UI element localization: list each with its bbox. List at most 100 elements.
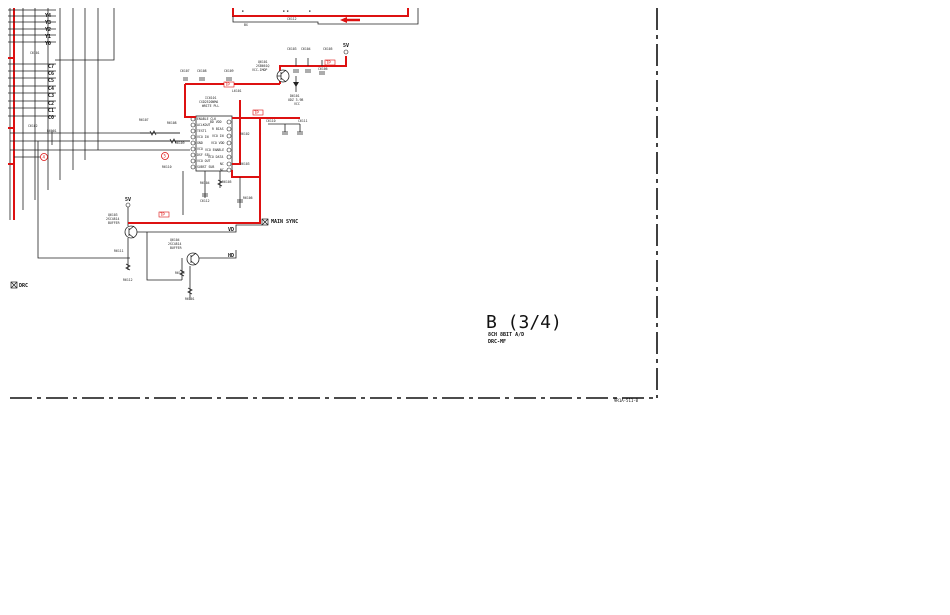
svg-text:R6102: R6102 [240,132,250,136]
net-5v-top: 5V [343,43,349,55]
svg-text:SUBST SUB: SUBST SUB [197,165,214,169]
net-vd: VD [228,227,234,233]
svg-text:✱: ✱ [308,9,311,13]
d6101: D6101 UDZ 3.9B VCC [288,76,303,106]
component-label: R6101 [47,129,57,133]
svg-text:NC: NC [220,162,224,166]
q6104: Q6104 2SC4814 BUFFER [168,238,200,266]
pin-label: Y0 [45,41,51,47]
ic-part: CXD2520NMA [199,100,218,104]
svg-text:MAIN SYNC: MAIN SYNC [271,219,298,225]
pin-label: C3 [48,93,54,99]
svg-text:C6103: C6103 [287,47,297,51]
svg-text:R6105: R6105 [222,180,232,184]
svg-text:R6103: R6103 [240,162,250,166]
svg-text:TP: TP [326,60,331,65]
ic6101: IC6101 CXD2520NMA WRITE PLL [195,96,233,172]
svg-text:L6101: L6101 [232,89,242,93]
svg-text:VCC-IMOP: VCC-IMOP [252,68,267,72]
svg-text:✱ ✱: ✱ ✱ [282,9,289,13]
svg-text:R6101: R6101 [185,297,195,301]
net-hd: HD [228,253,234,259]
pin-label: Y4 [45,13,51,19]
svg-text:R6108: R6108 [167,121,177,125]
svg-text:R6112: R6112 [123,278,133,282]
svg-text:VD: VD [228,227,234,233]
svg-text:Q6103: Q6103 [108,213,118,217]
svg-text:2SC4814: 2SC4814 [106,217,120,221]
ic-left-pins: ENABLE CLK ACLKOUT TEST1 VCO IN GND VCO … [190,116,216,170]
page-subtitle-2: DRC-MF [488,339,506,345]
svg-text:VCC: VCC [294,102,300,106]
svg-text:C6104: C6104 [301,47,311,51]
page-subtitle-1: 8CH 8BIT A/D [488,332,524,338]
connector-pin-labels: Y4 Y3 Y2 Y1 Y0 C7 C6 C5 C4 C3 C2 C1 C0 C… [28,13,57,133]
input-resistors: R6107 R6108 R6109 R6110 [139,118,190,169]
pin-label: C7 [48,64,54,70]
svg-text:D6101: D6101 [290,94,300,98]
pin-label: Y2 [45,27,51,33]
net-5v-buffer: 5V [125,197,131,208]
svg-text:R6110: R6110 [162,165,172,169]
drc-port: DRC [10,281,28,289]
svg-text:5V: 5V [343,43,349,49]
ic-right-pins: BD VDD R BIAS VCO IN VCO VDD VCO ENABLE … [205,119,232,173]
svg-text:BUFFER: BUFFER [170,246,182,250]
pin-label: Y1 [45,34,51,40]
top-bus-box: ✱ ✱ ✱ ✱ BX C6112 [232,8,419,27]
svg-text:R6113: R6113 [175,271,185,275]
buffer-resistors: R6111 R6112 R6113 R6101 [114,249,195,301]
sheet-frame [10,8,658,399]
upper-caps: C6103 C6104 C6105 C6106 C6107 C6108 C610… [180,47,333,93]
svg-text:GND: GND [197,141,203,145]
ic-function: WRITE PLL [202,104,219,108]
pin-label: C5 [48,78,54,84]
svg-text:R6109: R6109 [175,141,185,145]
svg-text:2SB661Q: 2SB661Q [256,64,270,68]
svg-text:R6111: R6111 [114,249,124,253]
svg-text:C6107: C6107 [180,69,190,73]
svg-text:C6108: C6108 [197,69,207,73]
svg-text:VCO IN: VCO IN [197,135,209,139]
page-title: B (3/4) [486,312,562,333]
svg-text:HD: HD [228,253,234,259]
svg-text:TP: TP [225,82,230,87]
sync-wires [127,171,262,300]
svg-text:TP: TP [160,212,165,217]
svg-text:C6109: C6109 [224,69,234,73]
svg-text:C6110: C6110 [266,119,276,123]
pin-label: C4 [48,86,54,92]
svg-text:9R1A-511-0: 9R1A-511-0 [614,398,639,403]
svg-text:✱: ✱ [241,9,244,13]
svg-text:DSF SEL: DSF SEL [197,153,211,157]
svg-text:VCO VDD: VCO VDD [211,141,225,145]
svg-text:ACLKOUT: ACLKOUT [197,123,211,127]
svg-text:TEST1: TEST1 [197,129,207,133]
svg-text:R6107: R6107 [139,118,149,122]
sheet-reference: 9R1A-511-0 [614,398,639,403]
svg-text:VCO ENABLE: VCO ENABLE [205,148,224,152]
svg-text:C6106: C6106 [318,67,328,71]
connector-bundle [8,8,190,259]
svg-text:DRC: DRC [19,283,28,289]
svg-text:VCO OUT: VCO OUT [197,159,211,163]
svg-text:BD VDD: BD VDD [210,120,222,124]
marker-4: 4 [14,153,48,161]
marker-5: 5 [161,152,169,160]
q6103: Q6103 2SC4814 BUFFER [106,213,138,239]
pin-label: C0 [48,115,54,121]
svg-text:BUFFER: BUFFER [108,221,120,225]
svg-text:C6111: C6111 [298,119,308,123]
pin-label: C2 [48,101,54,107]
svg-text:VCO: VCO [197,147,203,151]
main-sync-port: MAIN SYNC [261,218,298,226]
svg-text:R6106: R6106 [243,196,253,200]
svg-text:VCO DATA: VCO DATA [208,155,223,159]
svg-text:5: 5 [164,154,167,159]
svg-text:UDZ 3.9B: UDZ 3.9B [288,98,303,102]
testpoint-tp-top: TP TP TP [223,59,336,116]
svg-text:R6104: R6104 [200,181,210,185]
svg-text:5V: 5V [125,197,131,203]
ic-lower-passives: R6104 R6105 C6112 R6106 [182,171,253,215]
